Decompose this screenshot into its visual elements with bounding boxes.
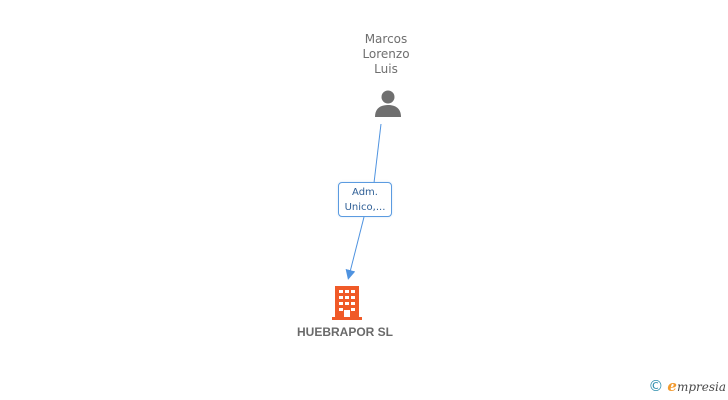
brand-rest: mpresia	[676, 379, 726, 394]
brand-initial: e	[667, 376, 677, 395]
brand-name: empresia	[667, 376, 726, 397]
person-name-line: Marcos	[364, 32, 408, 46]
person-name-line: Lorenzo	[362, 47, 410, 61]
building-icon[interactable]	[332, 286, 362, 320]
brand-logo: © empresia	[648, 376, 726, 396]
role-line: Adm.	[352, 187, 378, 198]
role-label[interactable]: Adm. Unico,...	[338, 182, 392, 217]
copyright-icon: ©	[648, 377, 664, 395]
person-icon[interactable]	[373, 88, 403, 118]
connector-line-lower	[345, 216, 365, 280]
company-name[interactable]: HUEBRAPOR SL	[296, 325, 393, 339]
role-line: Unico,...	[344, 202, 386, 213]
person-name[interactable]: Marcos Lorenzo Luis	[336, 32, 436, 77]
connector-line-upper	[373, 123, 382, 184]
person-name-line: Luis	[374, 62, 398, 76]
